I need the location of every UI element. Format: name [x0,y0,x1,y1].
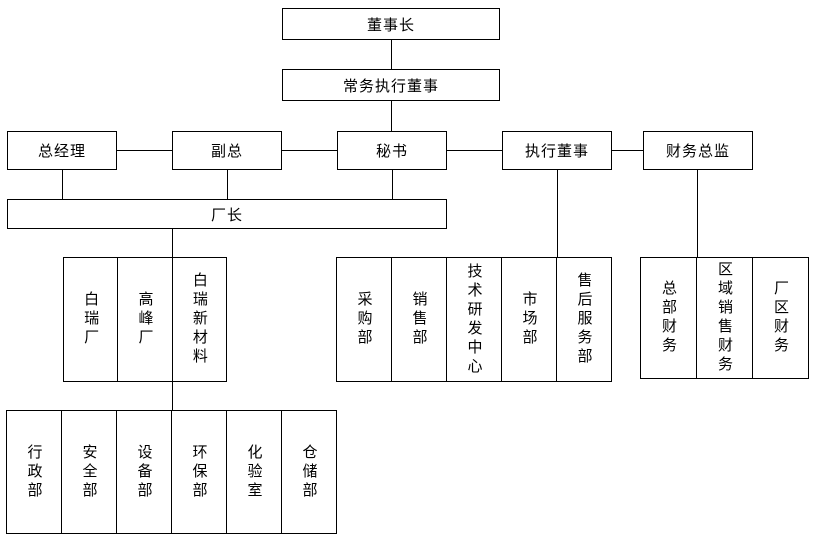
node-factory-director: 厂长 [7,199,447,229]
node-purchasing-dept: 采购部 [337,258,392,381]
line-factory-director-to-factories [172,229,173,257]
node-environmental-dept: 环保部 [172,411,227,533]
factories-group: 白瑞厂 高峰厂 白瑞新材料 [63,257,227,382]
line-finance-director-to-finance-departments [697,170,698,257]
node-deputy-general-manager: 副总 [172,131,282,170]
node-admin-dept: 行政部 [7,411,62,533]
node-chairman: 董事长 [282,8,500,40]
node-executive-director: 执行董事 [502,131,612,170]
line-deputy-to-secretary [282,150,337,151]
node-safety-dept: 安全部 [62,411,117,533]
line-gm-to-factory-director [62,170,63,199]
business-departments-group: 采购部 销售部 技术研发中心 市场部 售后服务部 [336,257,612,382]
line-secretary-to-executive-director [447,150,502,151]
factory-departments-group: 行政部 安全部 设备部 环保部 化验室 仓储部 [6,410,337,534]
line-secretary-to-factory-director [392,170,393,199]
node-after-sales-service-dept: 售后服务部 [575,272,593,367]
node-sales-dept: 销售部 [392,258,447,381]
line-deputy-to-factory-director [227,170,228,199]
node-tech-rd-center: 技术研发中心 [447,258,502,381]
node-bairui-factory: 白瑞厂 [64,258,119,381]
node-secretary: 秘书 [337,131,447,170]
node-bairui-new-materials: 白瑞新材料 [190,272,208,367]
line-gm-to-deputy [117,150,172,151]
node-regional-sales-finance: 区域销售财务 [697,258,753,378]
node-hq-finance: 总部财务 [641,258,697,378]
finance-departments-group: 总部财务 区域销售财务 厂区财务 [640,257,809,379]
line-factories-to-factory-departments [172,382,173,410]
node-factory-area-finance: 厂区财务 [772,280,789,356]
line-executive-director-to-finance-director [612,150,643,151]
node-marketing-dept: 市场部 [502,258,557,381]
line-executive-director-to-business-departments [557,170,558,257]
node-finance-director: 财务总监 [643,131,753,170]
line-managing-director-to-secretary [391,101,392,131]
node-general-manager: 总经理 [7,131,117,170]
node-managing-director: 常务执行董事 [282,69,500,101]
node-laboratory: 化验室 [227,411,282,533]
line-chairman-to-managing-director [391,40,392,69]
node-equipment-dept: 设备部 [117,411,172,533]
node-warehouse-dept: 仓储部 [300,443,318,501]
node-gaofeng-factory: 高峰厂 [118,258,173,381]
